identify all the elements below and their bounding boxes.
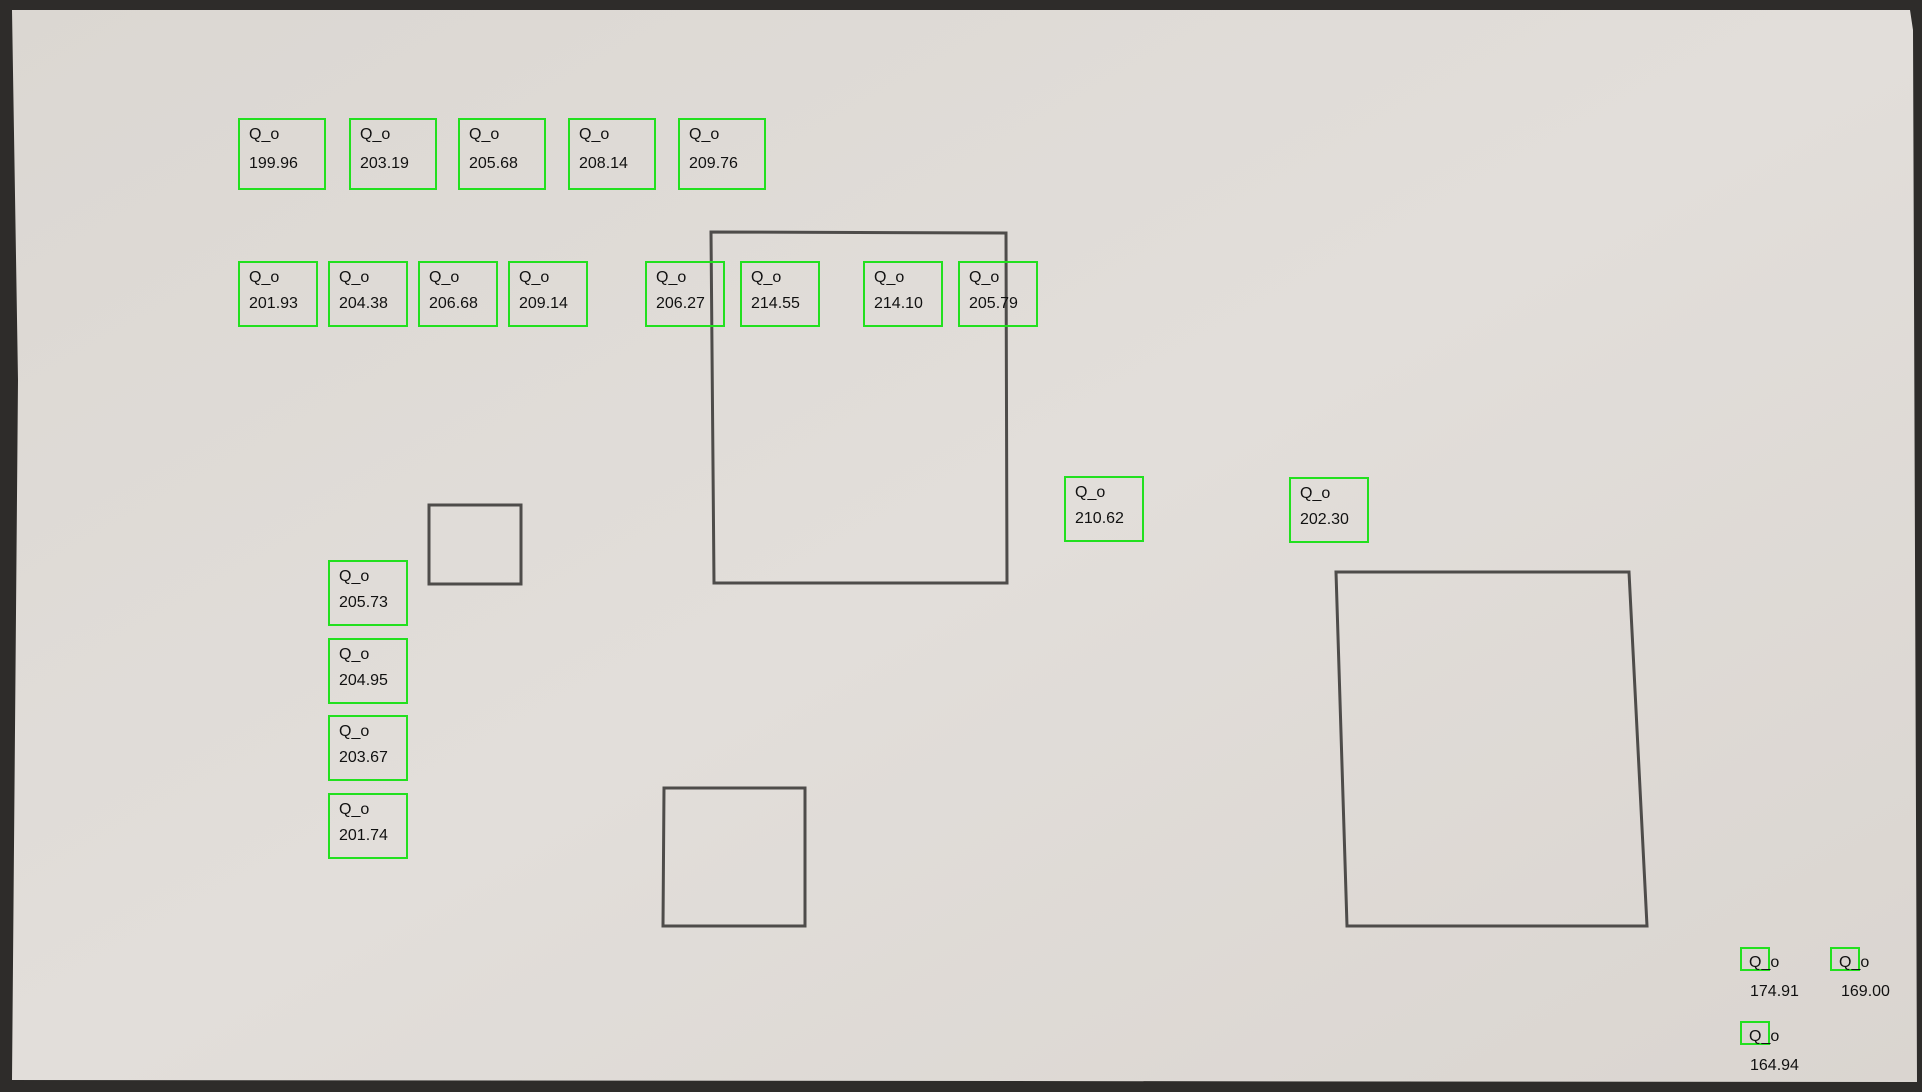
detection-value: 209.76 <box>689 155 738 172</box>
detection-label: Q_o <box>969 269 1000 286</box>
detection-label: Q_o <box>429 269 460 286</box>
detection-box: Q_o 204.38 <box>328 261 408 327</box>
detection-value: 204.38 <box>339 295 388 312</box>
detection-value: 214.10 <box>874 295 923 312</box>
detection-label: Q_o <box>1749 1028 1780 1045</box>
detection-value: 204.95 <box>339 672 388 689</box>
detection-value: 206.27 <box>656 295 705 312</box>
detection-value: 203.19 <box>360 155 409 172</box>
detection-box: Q_o 204.95 <box>328 638 408 704</box>
detection-box: Q_o 201.93 <box>238 261 318 327</box>
detection-value: 214.55 <box>751 295 800 312</box>
detection-label: Q_o <box>579 126 610 143</box>
detection-label: Q_o <box>1075 484 1106 501</box>
detection-label: Q_o <box>1839 954 1870 971</box>
detection-label: Q_o <box>339 801 370 818</box>
detection-value: 206.68 <box>429 295 478 312</box>
detection-box: Q_o 205.79 <box>958 261 1038 327</box>
drawn-rectangle-tall <box>709 230 1009 585</box>
detection-box: Q_o 209.76 <box>678 118 766 190</box>
detection-label: Q_o <box>469 126 500 143</box>
detection-label: Q_o <box>751 269 782 286</box>
detection-label: Q_o <box>339 269 370 286</box>
detection-box-small <box>1740 1021 1770 1045</box>
detection-label: Q_o <box>249 126 280 143</box>
detection-label: Q_o <box>339 568 370 585</box>
detection-value: 201.93 <box>249 295 298 312</box>
detection-box: Q_o 205.68 <box>458 118 546 190</box>
detection-box: Q_o 214.10 <box>863 261 943 327</box>
detection-box-small <box>1830 947 1860 971</box>
detection-label: Q_o <box>339 723 370 740</box>
detection-box: Q_o 205.73 <box>328 560 408 626</box>
detection-value: 169.00 <box>1841 983 1890 1000</box>
detection-value: 174.91 <box>1750 983 1799 1000</box>
detection-label: Q_o <box>689 126 720 143</box>
detection-box: Q_o 203.67 <box>328 715 408 781</box>
detection-value: 203.67 <box>339 749 388 766</box>
detection-box: Q_o 202.30 <box>1289 477 1369 543</box>
drawn-rectangle-small <box>427 503 523 586</box>
detection-label: Q_o <box>1749 954 1780 971</box>
detection-box: Q_o 210.62 <box>1064 476 1144 542</box>
detection-box: Q_o 201.74 <box>328 793 408 859</box>
detection-value: 205.68 <box>469 155 518 172</box>
detection-value: 205.73 <box>339 594 388 611</box>
detection-box: Q_o 209.14 <box>508 261 588 327</box>
detection-box: Q_o 206.27 <box>645 261 725 327</box>
detection-box: Q_o 208.14 <box>568 118 656 190</box>
detection-value: 199.96 <box>249 155 298 172</box>
detection-label: Q_o <box>519 269 550 286</box>
detection-label: Q_o <box>339 646 370 663</box>
detection-value: 201.74 <box>339 827 388 844</box>
detection-value: 164.94 <box>1750 1057 1799 1074</box>
detection-label: Q_o <box>874 269 905 286</box>
detection-value: 209.14 <box>519 295 568 312</box>
drawn-rectangle-bottom <box>661 786 807 928</box>
detection-value: 205.79 <box>969 295 1018 312</box>
detection-label: Q_o <box>360 126 391 143</box>
detection-box-small <box>1740 947 1770 971</box>
detection-box: Q_o 199.96 <box>238 118 326 190</box>
detection-value: 208.14 <box>579 155 628 172</box>
drawn-rectangle-large <box>1334 570 1649 928</box>
detection-label: Q_o <box>656 269 687 286</box>
detection-label: Q_o <box>1300 485 1331 502</box>
detection-value: 210.62 <box>1075 510 1124 527</box>
detection-value: 202.30 <box>1300 511 1349 528</box>
paper-surface <box>12 10 1917 1082</box>
detection-box: Q_o 206.68 <box>418 261 498 327</box>
detection-box: Q_o 203.19 <box>349 118 437 190</box>
detection-label: Q_o <box>249 269 280 286</box>
detection-box: Q_o 214.55 <box>740 261 820 327</box>
